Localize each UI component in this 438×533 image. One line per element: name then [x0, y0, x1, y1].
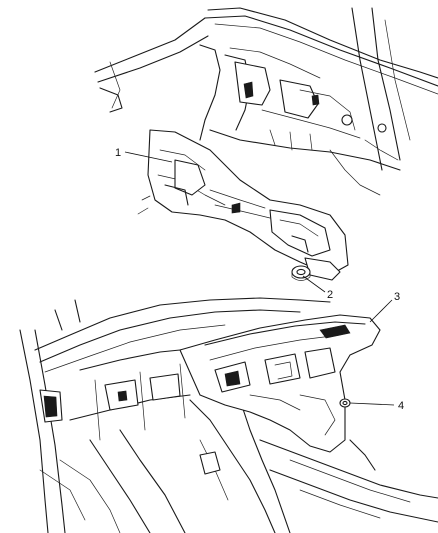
leader-4 [349, 402, 395, 406]
callout-4: 4 [398, 400, 404, 412]
lower-body-illustration [19, 297, 438, 533]
callout-labels: 1 2 3 4 [115, 147, 404, 412]
leader-1 [124, 151, 173, 163]
part-2-grommet [291, 265, 311, 281]
upper-firewall-illustration [94, 7, 438, 281]
callout-2: 2 [327, 289, 333, 301]
leader-2 [302, 275, 326, 293]
callout-3: 3 [394, 291, 400, 303]
part-3-dash-silencer [179, 314, 381, 453]
callout-leaders [124, 151, 395, 406]
callout-1: 1 [115, 147, 121, 159]
leader-3 [369, 299, 393, 323]
part-1-dash-insulator [137, 129, 349, 281]
part-4-grommet [339, 398, 351, 408]
